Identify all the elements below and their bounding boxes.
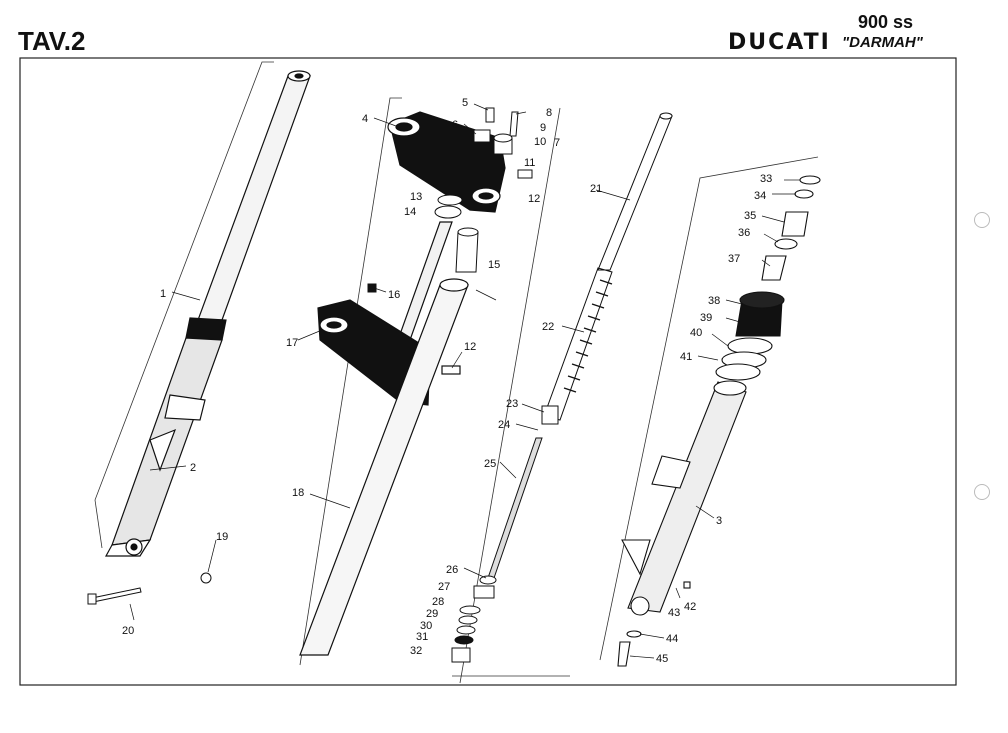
callout-19: 19 <box>216 531 228 543</box>
callout-25: 25 <box>484 458 496 470</box>
callout-12-lower: 12 <box>464 341 476 353</box>
callout-20: 20 <box>122 625 134 637</box>
leader-lines <box>129 103 800 659</box>
callout-40: 40 <box>690 327 702 339</box>
callout-44: 44 <box>666 633 678 645</box>
fork-leg-left <box>104 70 311 557</box>
callout-39: 39 <box>700 312 712 324</box>
model-subtitle: "DARMAH" <box>842 34 923 51</box>
callout-4: 4 <box>362 113 368 125</box>
model-name: 900 ss <box>858 12 914 32</box>
callout-36: 36 <box>738 227 750 239</box>
callout-26: 26 <box>446 564 458 576</box>
callout-38: 38 <box>708 295 720 307</box>
callout-34: 34 <box>754 190 766 202</box>
callout-29: 29 <box>426 608 438 620</box>
callout-32: 32 <box>410 645 422 657</box>
fork-leg-right <box>617 175 821 667</box>
callout-31: 31 <box>416 631 428 643</box>
callout-14: 14 <box>404 206 416 218</box>
callout-2: 2 <box>190 462 196 474</box>
binder-hole-icon <box>974 484 990 500</box>
callout-12: 12 <box>528 193 540 205</box>
callout-3: 3 <box>716 515 722 527</box>
callout-5: 5 <box>462 97 468 109</box>
callout-6: 6 <box>452 119 458 131</box>
table-number: TAV.2 <box>18 26 86 56</box>
callout-16: 16 <box>388 289 400 301</box>
callout-8: 8 <box>546 107 552 119</box>
diagram-frame <box>19 57 957 686</box>
callout-13: 13 <box>410 191 422 203</box>
binder-hole-icon <box>974 212 990 228</box>
callout-9: 9 <box>540 122 546 134</box>
steering-bearing-parts <box>367 194 479 293</box>
callout-labels: 1 2 3 4 5 6 7 8 9 10 11 12 12 13 14 15 1… <box>122 97 772 665</box>
callout-37: 37 <box>728 253 740 265</box>
top-hardware <box>473 107 533 179</box>
axle-hardware <box>87 572 212 605</box>
callout-18: 18 <box>292 487 304 499</box>
lower-clamp-and-tube <box>299 221 469 656</box>
callout-10: 10 <box>534 136 546 148</box>
brand-logo: DUCATI <box>728 30 831 55</box>
damper-internals <box>451 112 673 663</box>
callout-45: 45 <box>656 653 668 665</box>
callout-28: 28 <box>432 596 444 608</box>
callout-27: 27 <box>438 581 450 593</box>
callout-43: 43 <box>668 607 680 619</box>
callout-7: 7 <box>554 137 560 149</box>
callout-15: 15 <box>488 259 500 271</box>
callout-41: 41 <box>680 351 692 363</box>
callout-35: 35 <box>744 210 756 222</box>
callout-33: 33 <box>760 173 772 185</box>
callout-22: 22 <box>542 321 554 333</box>
callout-1: 1 <box>160 288 166 300</box>
callout-21: 21 <box>590 183 602 195</box>
callout-17: 17 <box>286 337 298 349</box>
callout-24: 24 <box>498 419 510 431</box>
callout-30: 30 <box>420 620 432 632</box>
callout-42: 42 <box>684 601 696 613</box>
callout-11: 11 <box>524 157 535 169</box>
callout-23: 23 <box>506 398 518 410</box>
